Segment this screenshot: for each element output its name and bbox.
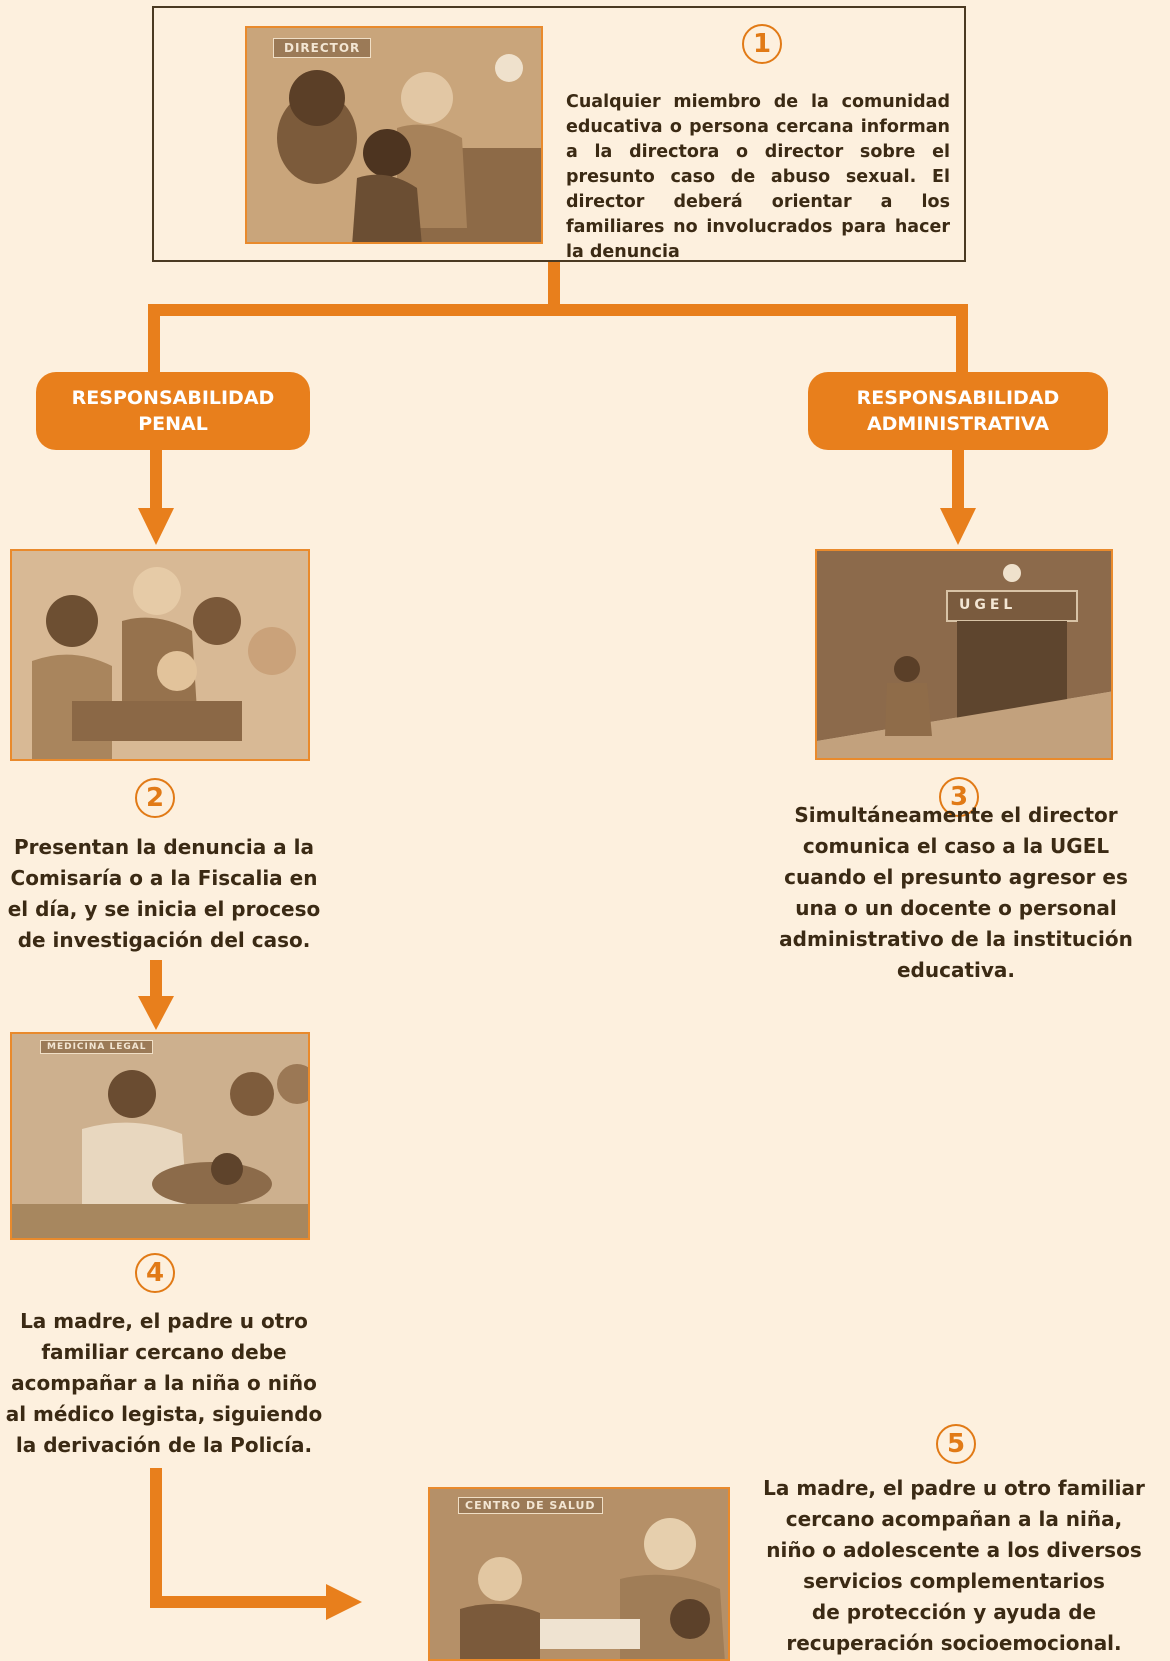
step5-description: La madre, el padre u otro familiar cerca… — [742, 1473, 1166, 1659]
step2-line: de investigación del caso. — [17, 928, 311, 952]
step5-line: de protección y ayuda de — [811, 1600, 1097, 1624]
step4-line: familiar cercano debe — [41, 1340, 287, 1364]
connector-right-drop — [956, 304, 968, 374]
step4-description: La madre, el padre u otro familiar cerca… — [0, 1306, 342, 1461]
step4-illustration: MEDICINA LEGAL — [10, 1032, 310, 1240]
step4-number-badge: 4 — [135, 1253, 175, 1293]
step4-line: al médico legista, siguiendo — [5, 1402, 323, 1426]
step5-number-badge: 5 — [936, 1424, 976, 1464]
step3-line: comunica el caso a la UGEL — [802, 834, 1110, 858]
branch-administrativa-line1: RESPONSABILIDAD — [856, 387, 1060, 409]
medicina-legal-sign: MEDICINA LEGAL — [40, 1040, 154, 1054]
centro-de-salud-sign: CENTRO DE SALUD — [458, 1497, 603, 1514]
step2-line: Comisaría o a la Fiscalia en — [10, 866, 318, 890]
step2-illustration — [10, 549, 310, 761]
step4-line: la derivación de la Policía. — [15, 1433, 313, 1457]
branch-penal-line2: PENAL — [138, 413, 208, 435]
step5-line: niño o adolescente a los diversos — [766, 1538, 1142, 1562]
step4-line: acompañar a la niña o niño — [11, 1371, 317, 1395]
step2-line: Presentan la denuncia a la — [14, 835, 314, 859]
step5-illustration: CENTRO DE SALUD — [428, 1487, 730, 1661]
step2-line: el día, y se inicia el proceso — [7, 897, 321, 921]
branch-penal-pill: RESPONSABILIDAD PENAL — [36, 372, 310, 450]
connector-step4-down — [150, 1468, 162, 1608]
step1-illustration: DIRECTOR — [245, 26, 543, 244]
connector-left-drop — [148, 304, 160, 374]
step3-illustration: UGEL — [815, 549, 1113, 760]
step5-line: servicios complementarios — [803, 1569, 1105, 1593]
step3-line: Simultáneamente el director — [794, 803, 1118, 827]
ugel-sign: UGEL — [959, 597, 1017, 613]
step3-description: Simultáneamente el director comunica el … — [740, 800, 1170, 986]
step2-description: Presentan la denuncia a la Comisaría o a… — [0, 832, 348, 956]
step5-line: La madre, el padre u otro familiar — [763, 1476, 1145, 1500]
connector-trunk — [548, 262, 560, 314]
branch-administrativa-line2: ADMINISTRATIVA — [866, 413, 1050, 435]
arrow-down-administrativa — [940, 450, 976, 545]
branch-administrativa-pill: RESPONSABILIDAD ADMINISTRATIVA — [808, 372, 1108, 450]
connector-horizontal — [148, 304, 968, 316]
director-sign: DIRECTOR — [273, 38, 372, 58]
step4-line: La madre, el padre u otro — [20, 1309, 308, 1333]
step5-line: cercano acompañan a la niña, — [785, 1507, 1123, 1531]
step5-line: recuperación socioemocional. — [786, 1631, 1122, 1655]
step1-number-badge: 1 — [742, 24, 782, 64]
arrow-down-penal — [138, 450, 174, 545]
step3-number-badge: 3 — [939, 777, 979, 817]
step1-description: Cualquier miembro de la comunidad educat… — [566, 92, 950, 262]
step3-line: cuando el presunto agresor es — [784, 865, 1128, 889]
arrow-down-step4 — [138, 960, 174, 1030]
arrow-right-step5 — [150, 1584, 362, 1620]
step2-number-badge: 2 — [135, 778, 175, 818]
step3-line: educativa. — [896, 958, 1016, 982]
branch-penal-line1: RESPONSABILIDAD — [71, 387, 275, 409]
step3-line: administrativo de la institución — [779, 927, 1133, 951]
step3-line: una o un docente o personal — [795, 896, 1117, 920]
